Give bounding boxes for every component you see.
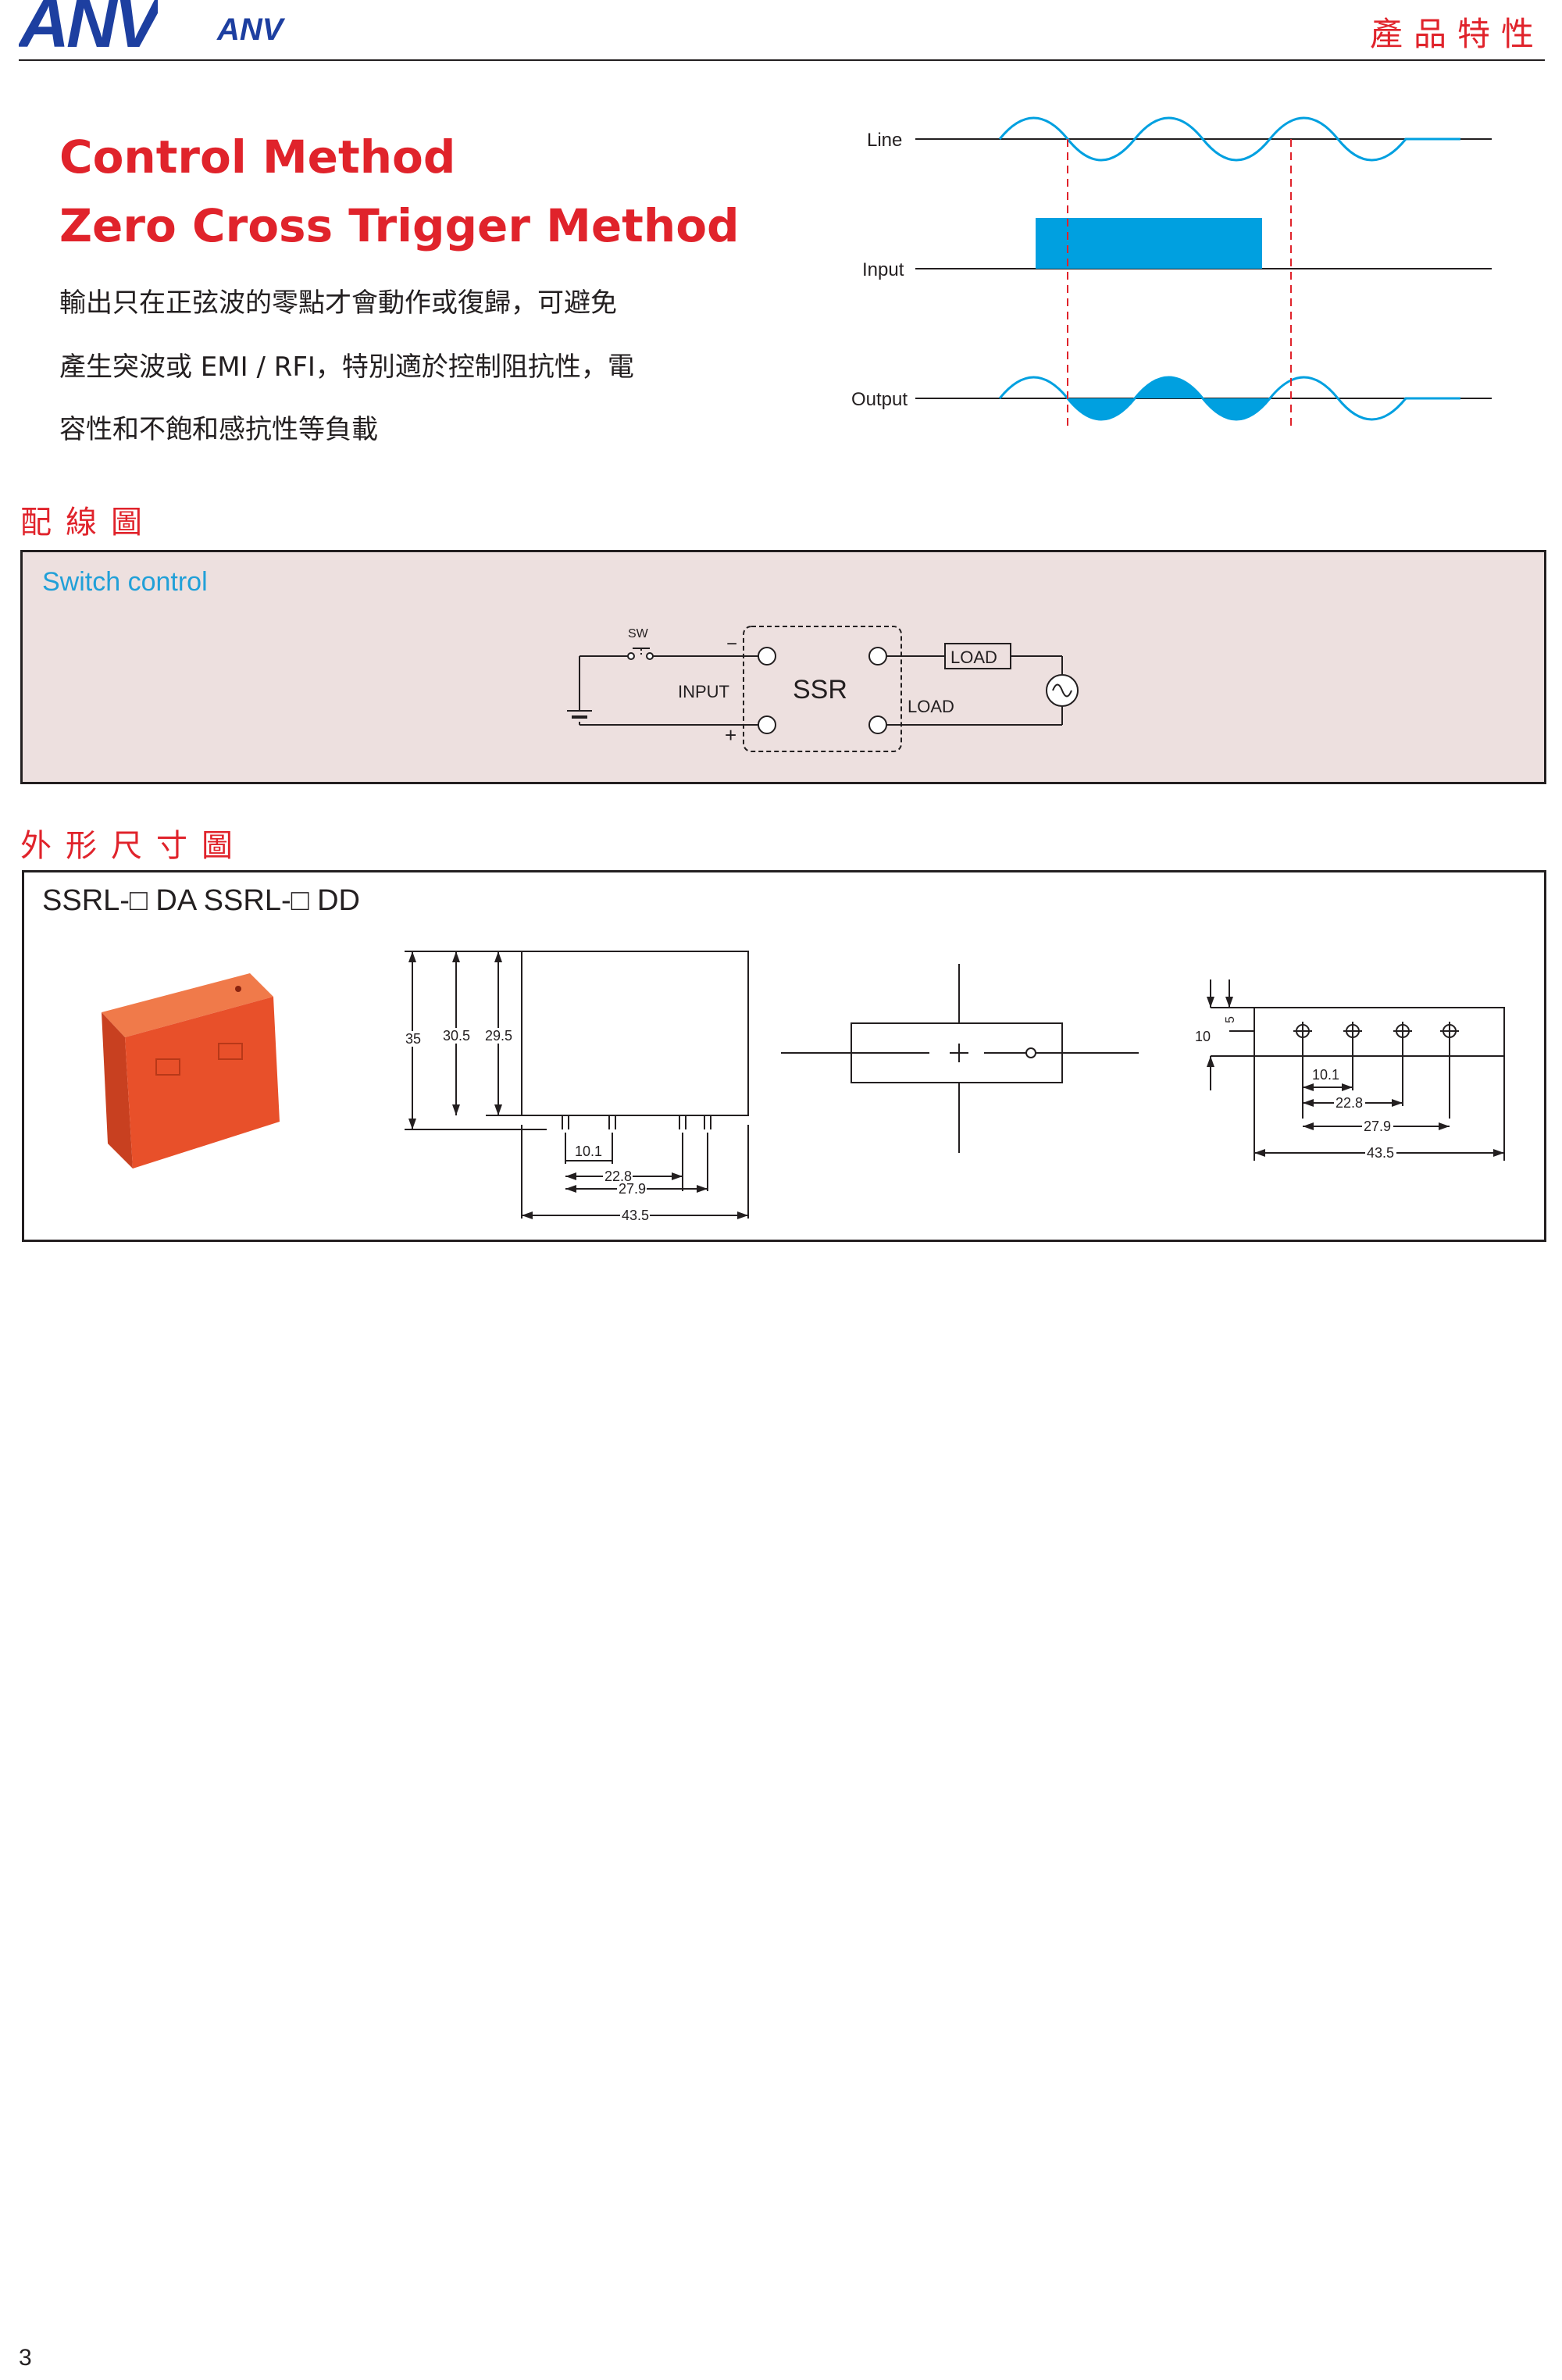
plus-label: +	[725, 723, 736, 747]
top-view-drawing	[781, 964, 1139, 1153]
dim-27-9-label: 27.9	[619, 1181, 646, 1197]
input-label: Input	[862, 259, 904, 280]
ssr-body	[743, 626, 902, 752]
description-line-2: 產生突波或 EMI / RFI，特別適於控制阻抗性，電	[59, 351, 634, 383]
side-view-drawing: 35 30.5 29.5 10.1 22.8 27.9 43.5	[405, 951, 749, 1223]
arrow	[1225, 997, 1233, 1008]
ssr-terminal-plus	[758, 715, 776, 734]
side-view-body	[521, 951, 749, 1116]
arrow	[565, 1172, 576, 1180]
arrow	[1254, 1149, 1265, 1157]
switch-contact-left	[627, 652, 635, 660]
orientation-mark	[1025, 1047, 1036, 1058]
dim-29-5-label: 29.5	[485, 1028, 512, 1044]
label-bg	[603, 1169, 633, 1183]
description-line-3: 容性和不飽和感抗性等負載	[59, 414, 378, 445]
header-divider	[19, 59, 1545, 61]
page-header-title: 產品特性	[1369, 15, 1545, 53]
switch-contact-right	[646, 652, 654, 660]
product-marking-1	[155, 1058, 180, 1076]
label-bg	[1362, 1119, 1393, 1133]
ssr-terminal-load-2	[868, 715, 887, 734]
product-indicator	[235, 986, 241, 992]
product-photo	[102, 973, 280, 1169]
line-label: Line	[867, 130, 902, 151]
bottom-view-body	[1254, 1007, 1505, 1057]
dimensions-section-title: 外形尺寸圖	[20, 828, 247, 864]
output-label: Output	[851, 389, 908, 410]
dim-22-8-label: 22.8	[1336, 1095, 1363, 1111]
dim-10-1-label: 10.1	[575, 1144, 602, 1159]
ssr-label: SSR	[793, 675, 847, 705]
label-bg	[442, 1028, 472, 1044]
input-pulse	[1036, 218, 1262, 269]
brand-logo-small: ANV	[217, 12, 284, 47]
ac-source-wave	[1052, 683, 1072, 698]
bottom-view-drawing: 5 10 10.1 22.8 27.9 43.5	[1195, 979, 1505, 1161]
label-bg	[617, 1182, 647, 1196]
arrow	[672, 1172, 683, 1180]
line-sine-wave	[998, 116, 1460, 162]
label-bg	[1365, 1146, 1396, 1160]
wiring-circuit: SW − + INPUT SSR LOAD LOAD	[567, 626, 1079, 752]
output-conduction-fill	[1068, 377, 1270, 419]
label-bg	[405, 1031, 422, 1047]
arrow	[452, 951, 460, 962]
arrow	[1439, 1122, 1450, 1130]
dim-27-9-label: 27.9	[1364, 1119, 1391, 1134]
dim-22-8-label: 22.8	[604, 1169, 632, 1184]
dim-35-label: 35	[405, 1031, 421, 1047]
arrow	[1207, 1056, 1214, 1067]
input-terminal-label: INPUT	[678, 682, 729, 701]
label-bg	[1334, 1096, 1365, 1110]
arrow	[494, 1104, 502, 1115]
minus-label: −	[726, 633, 737, 655]
load-side-label: LOAD	[908, 697, 954, 716]
brand-logo: ANV	[19, 0, 159, 48]
model-label: SSRL-□ DA SSRL-□ DD	[42, 884, 360, 917]
control-method-heading: Control Method	[59, 130, 456, 184]
arrow	[1303, 1099, 1314, 1107]
arrow	[408, 951, 416, 962]
dim-43-5-label: 43.5	[1367, 1145, 1394, 1161]
arrow	[408, 1119, 416, 1129]
wiring-section-title: 配線圖	[20, 505, 156, 541]
switch-label: SW	[628, 627, 649, 640]
arrow	[494, 951, 502, 962]
arrow	[1392, 1099, 1403, 1107]
arrow	[1303, 1083, 1314, 1091]
wiring-panel-label: Switch control	[42, 567, 208, 597]
dim-10-1-label: 10.1	[1312, 1067, 1339, 1083]
arrow	[737, 1211, 748, 1219]
dim-10-label: 10	[1195, 1029, 1211, 1044]
page-number: 3	[19, 2345, 32, 2371]
description-line-1: 輸出只在正弦波的零點才會動作或復歸，可避免	[59, 287, 617, 319]
dim-5-label: 5	[1224, 1016, 1237, 1023]
label-bg	[620, 1208, 650, 1222]
dim-43-5-label: 43.5	[622, 1208, 649, 1223]
arrow	[1493, 1149, 1504, 1157]
ssr-terminal-load-1	[868, 647, 887, 665]
arrow	[1207, 997, 1214, 1008]
wiring-panel	[20, 550, 1546, 784]
zero-cross-heading: Zero Cross Trigger Method	[59, 199, 740, 252]
ssr-terminal-minus	[758, 647, 776, 665]
product-top-face	[102, 973, 273, 1037]
label-bg	[484, 1028, 514, 1044]
product-marking-2	[218, 1043, 243, 1060]
arrow	[1303, 1122, 1314, 1130]
arrow	[452, 1104, 460, 1115]
arrow	[697, 1185, 708, 1193]
load-box-label: LOAD	[950, 648, 997, 667]
arrow	[1342, 1083, 1353, 1091]
dim-30-5-label: 30.5	[443, 1028, 470, 1044]
arrow	[522, 1211, 533, 1219]
product-front-face	[125, 997, 280, 1169]
product-side-face	[102, 1012, 133, 1169]
zero-cross-timing-diagram: Line Input Output	[851, 116, 1492, 430]
arrow	[565, 1185, 576, 1193]
